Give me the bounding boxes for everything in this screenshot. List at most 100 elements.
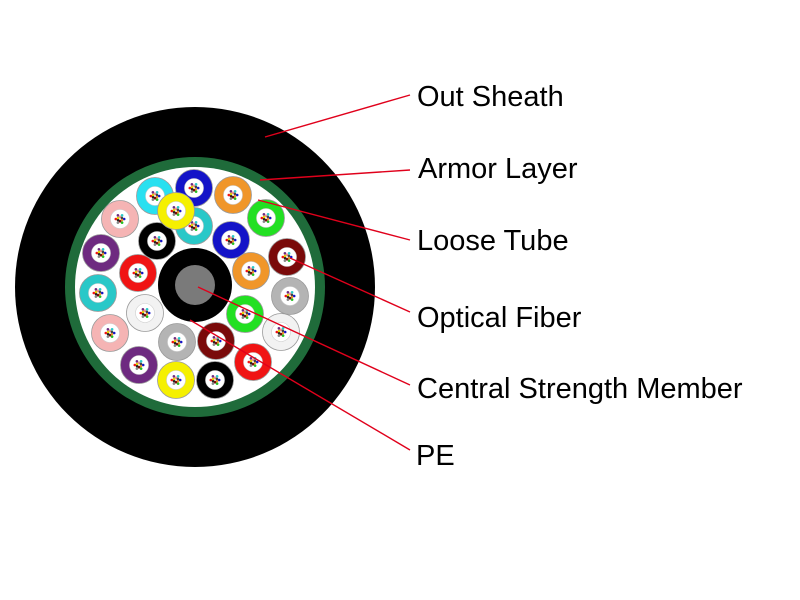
- optical-fiber: [177, 339, 181, 343]
- loose-tube: [138, 222, 176, 260]
- optical-fiber: [194, 223, 198, 227]
- optical-fiber: [217, 378, 221, 382]
- optical-fiber: [268, 216, 272, 220]
- optical-fiber: [249, 361, 253, 365]
- loose-tube-core: [256, 208, 276, 228]
- optical-fiber: [101, 250, 105, 254]
- optical-fiber: [260, 216, 264, 220]
- optical-fiber: [253, 364, 257, 367]
- optical-fiber: [241, 316, 245, 319]
- optical-fiber: [155, 237, 159, 241]
- loose-tube-core: [129, 355, 149, 375]
- optical-fiber: [139, 311, 143, 315]
- optical-fiber: [134, 270, 138, 274]
- optical-fiber: [106, 335, 110, 338]
- loose-tube-core: [166, 201, 186, 221]
- optical-fiber: [188, 186, 192, 190]
- optical-fiber: [285, 257, 289, 261]
- loose-tube-core: [167, 332, 187, 352]
- optical-fiber: [139, 364, 143, 368]
- loose-tube: [79, 274, 117, 312]
- optical-fiber: [281, 329, 285, 333]
- label-out-sheath: Out Sheath: [417, 81, 564, 113]
- optical-fiber: [218, 339, 222, 343]
- optical-fiber: [251, 358, 255, 362]
- optical-fiber: [155, 193, 159, 197]
- optical-fiber: [136, 269, 140, 273]
- optical-fiber: [116, 218, 120, 222]
- optical-fiber: [247, 270, 251, 274]
- optical-fiber: [233, 197, 237, 200]
- loose-tube-group: [79, 169, 309, 399]
- optical-fiber: [176, 375, 180, 378]
- optical-fiber: [132, 271, 136, 275]
- optical-fiber: [177, 337, 181, 340]
- optical-fiber: [134, 275, 138, 278]
- optical-fiber: [95, 251, 99, 255]
- optical-fiber: [177, 341, 181, 345]
- optical-fiber: [241, 309, 245, 312]
- optical-fiber: [151, 195, 155, 199]
- optical-fiber: [231, 237, 235, 241]
- optical-fiber: [94, 292, 98, 296]
- optical-fiber: [151, 198, 155, 201]
- optical-fiber: [245, 311, 249, 315]
- optical-fiber: [97, 252, 101, 256]
- optical-fiber: [190, 185, 194, 189]
- optical-fiber: [290, 295, 294, 299]
- optical-fiber: [99, 249, 103, 253]
- optical-fiber: [194, 221, 198, 224]
- loose-tube-core: [243, 352, 263, 372]
- optical-fiber: [135, 360, 139, 363]
- optical-fiber: [135, 367, 139, 370]
- optical-fiber: [141, 363, 145, 367]
- optical-fiber: [192, 184, 196, 188]
- optical-fiber: [176, 382, 180, 385]
- optical-fiber: [216, 343, 220, 346]
- optical-fiber: [110, 330, 114, 334]
- optical-fiber: [233, 194, 237, 198]
- optical-fiber: [251, 273, 255, 276]
- optical-fiber: [141, 315, 145, 318]
- optical-fiber: [227, 193, 231, 197]
- optical-fiber: [214, 337, 218, 341]
- optical-fiber: [212, 343, 216, 346]
- optical-fiber: [233, 192, 237, 196]
- optical-fiber: [178, 378, 182, 382]
- optical-fiber: [266, 215, 270, 219]
- optical-fiber: [143, 313, 147, 317]
- loose-tube: [157, 192, 195, 230]
- optical-fiber: [247, 360, 251, 364]
- optical-fiber: [97, 255, 101, 258]
- optical-fiber: [174, 380, 178, 384]
- leader-line-optical-fiber: [289, 257, 411, 313]
- optical-fiber: [249, 359, 253, 363]
- optical-fiber: [97, 248, 101, 251]
- optical-fiber: [122, 217, 126, 221]
- optical-fiber: [251, 266, 255, 269]
- optical-fiber: [231, 239, 235, 243]
- loose-tube-core: [91, 243, 111, 263]
- optical-fiber: [173, 341, 177, 345]
- optical-fiber: [194, 225, 198, 229]
- optical-fiber: [155, 241, 159, 245]
- optical-fiber: [137, 365, 141, 369]
- optical-fiber: [145, 310, 149, 314]
- optical-fiber: [139, 362, 143, 366]
- optical-fiber: [139, 360, 143, 363]
- optical-fiber: [177, 344, 181, 347]
- optical-fiber: [138, 270, 142, 274]
- optical-fiber: [176, 377, 180, 381]
- optical-fiber: [178, 209, 182, 213]
- optical-fiber: [155, 191, 159, 194]
- optical-fiber: [231, 242, 235, 245]
- optical-fiber: [215, 377, 219, 381]
- optical-fiber: [190, 190, 194, 193]
- optical-fiber: [194, 228, 198, 231]
- optical-fiber: [151, 191, 155, 194]
- loose-tube-core: [184, 178, 204, 198]
- optical-fiber: [281, 255, 285, 259]
- optical-fiber: [215, 375, 219, 378]
- loose-tube: [82, 234, 120, 272]
- optical-fiber: [151, 193, 155, 197]
